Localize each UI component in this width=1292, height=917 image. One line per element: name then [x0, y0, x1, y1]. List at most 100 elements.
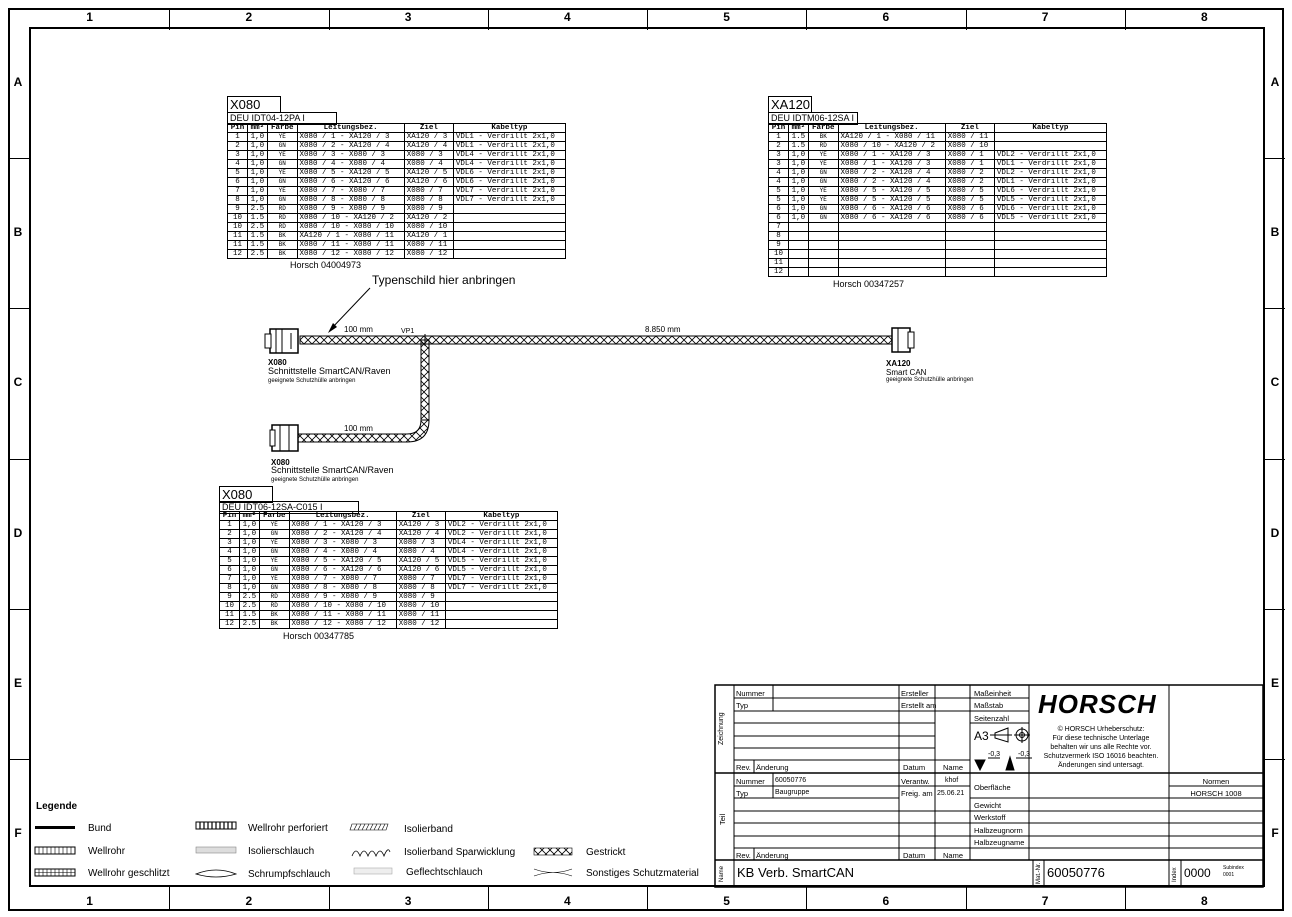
legend-schrumpfschlauch-symbol	[194, 869, 238, 878]
tb-oberflaeche-label: Oberfläche	[974, 783, 1011, 792]
zone-column-bottom: 8	[1201, 894, 1208, 908]
zone-divider	[169, 887, 171, 909]
tb-nummer-label: Nummer	[736, 689, 765, 698]
tb-teil-label: Teil	[718, 813, 727, 825]
zone-column-top: 2	[245, 10, 253, 24]
pin-table-cell	[452, 249, 567, 259]
connector-x080-bottom-name: X080	[271, 458, 290, 467]
legend-bund: Bund	[88, 823, 112, 834]
legend-wellrohr-symbol	[34, 846, 76, 855]
legend-title: Legende	[36, 801, 78, 812]
zone-divider	[328, 8, 330, 30]
zone-divider	[8, 608, 30, 610]
legend-isolierschlauch: Isolierschlauch	[248, 846, 315, 857]
tb-zeichnung-label: Zeichnung	[718, 712, 725, 745]
tb-name-label: Name	[943, 851, 964, 860]
zone-column-top: 1	[86, 10, 93, 24]
legend-isolierschlauch-symbol	[195, 846, 237, 854]
part-number-xa120: Horsch 00347257	[833, 279, 905, 289]
zone-divider	[806, 8, 808, 30]
zone-divider	[328, 887, 330, 909]
tb-nummer-label-2: Nummer	[736, 777, 765, 786]
tb-aenderung-label: Änderung	[756, 851, 789, 860]
tb-nummer-value: 60050776	[775, 777, 807, 784]
legend-wellrohr-geschlitzt-symbol	[34, 868, 76, 877]
zone-column-bottom: 6	[882, 894, 890, 908]
callout-arrow	[328, 287, 371, 333]
tb-datum-label-top: Datum	[903, 763, 926, 772]
legend-gestrickt-symbol	[533, 847, 573, 856]
tb-name-side-label: Name	[719, 865, 725, 882]
connector-x080-top-icon	[264, 328, 299, 354]
legend-wellrohr-perforiert-symbol	[195, 821, 237, 830]
pin-table-row: 11	[768, 258, 1108, 268]
callout-typenschild: Typenschild hier anbringen	[372, 273, 516, 287]
legend-symbols	[34, 821, 573, 878]
zone-divider	[1124, 887, 1126, 909]
tb-typ-value: Baugruppe	[775, 789, 810, 796]
zone-divider	[806, 887, 808, 909]
connector-x080-bottom-desc: Schnittstelle SmartCAN/Raven	[271, 465, 394, 475]
tb-gewicht-label: Gewicht	[974, 801, 1002, 810]
tb-format-value: A3	[974, 729, 989, 743]
legend-geflechtschlauch-symbol	[353, 867, 393, 875]
zone-divider	[965, 8, 967, 30]
vp1-label: VP1	[401, 328, 415, 335]
length-main-segment: 8.850 mm	[645, 325, 681, 334]
zone-row-left: A	[13, 75, 23, 90]
legend-sonstiges-symbol	[533, 868, 573, 877]
legend-gestrickt: Gestrickt	[586, 847, 626, 858]
pin-table-cell: 2.5	[246, 249, 268, 259]
zone-column-bottom: 5	[723, 894, 730, 908]
tb-aenderung-label-top: Änderung	[756, 763, 789, 772]
legend-isolierband-sparwicklung: Isolierband Sparwicklung	[404, 847, 516, 858]
drawing-frame-outer	[8, 8, 1284, 911]
zone-column-top: 6	[882, 10, 890, 24]
zone-row-left: F	[14, 825, 22, 840]
pin-table-cell	[787, 267, 809, 277]
zone-divider	[1263, 458, 1285, 460]
zone-column-top: 3	[404, 10, 412, 24]
subindex-label: Subindex	[1223, 865, 1244, 871]
tb-normen-value: HORSCH 1008	[1190, 789, 1242, 798]
connector-x080-top-name: X080	[268, 358, 287, 367]
tb-typ-label-2: Typ	[736, 789, 749, 798]
part-number-x080-bottom: Horsch 00347785	[283, 631, 355, 641]
drawing-name: KB Verb. SmartCAN	[737, 865, 855, 880]
tb-copyright-note: © HORSCH Urheberschutz: Für diese techni…	[1043, 726, 1159, 769]
zone-row-right: A	[1270, 75, 1280, 90]
zone-row-right: D	[1270, 525, 1280, 540]
tb-erstellt-am-label: Erstellt am	[901, 701, 937, 710]
zone-column-top: 5	[723, 10, 730, 24]
part-number-x080-top: Horsch 04004973	[290, 260, 362, 270]
tolerance-symbol-icon	[974, 755, 1032, 772]
zone-divider	[1263, 758, 1285, 760]
legend-wellrohr-perforiert: Wellrohr perforiert	[248, 823, 328, 834]
tb-halbzeugnorm-label: Halbzeugnorm	[974, 826, 1023, 835]
legend-schrumpfschlauch: Schrumpfschlauch	[248, 869, 331, 880]
tb-verantw-label: Verantw.	[901, 777, 930, 786]
zone-divider	[8, 458, 30, 460]
pin-table-cell: X080 / 12 - X080 / 12	[296, 249, 405, 259]
zone-divider	[1263, 158, 1285, 160]
zone-column-top: 7	[1041, 10, 1049, 24]
zone-divider	[1263, 608, 1285, 610]
tb-normen-label: Normen	[1202, 777, 1230, 786]
tb-name-label-top: Name	[943, 763, 964, 772]
legend-wellrohr: Wellrohr	[88, 846, 126, 857]
tb-matnr-label: Mat.-Nr.	[1036, 862, 1042, 884]
tb-typ-label: Typ	[736, 701, 749, 710]
zone-column-bottom: 2	[245, 894, 253, 908]
zone-column-bottom: 1	[86, 894, 93, 908]
